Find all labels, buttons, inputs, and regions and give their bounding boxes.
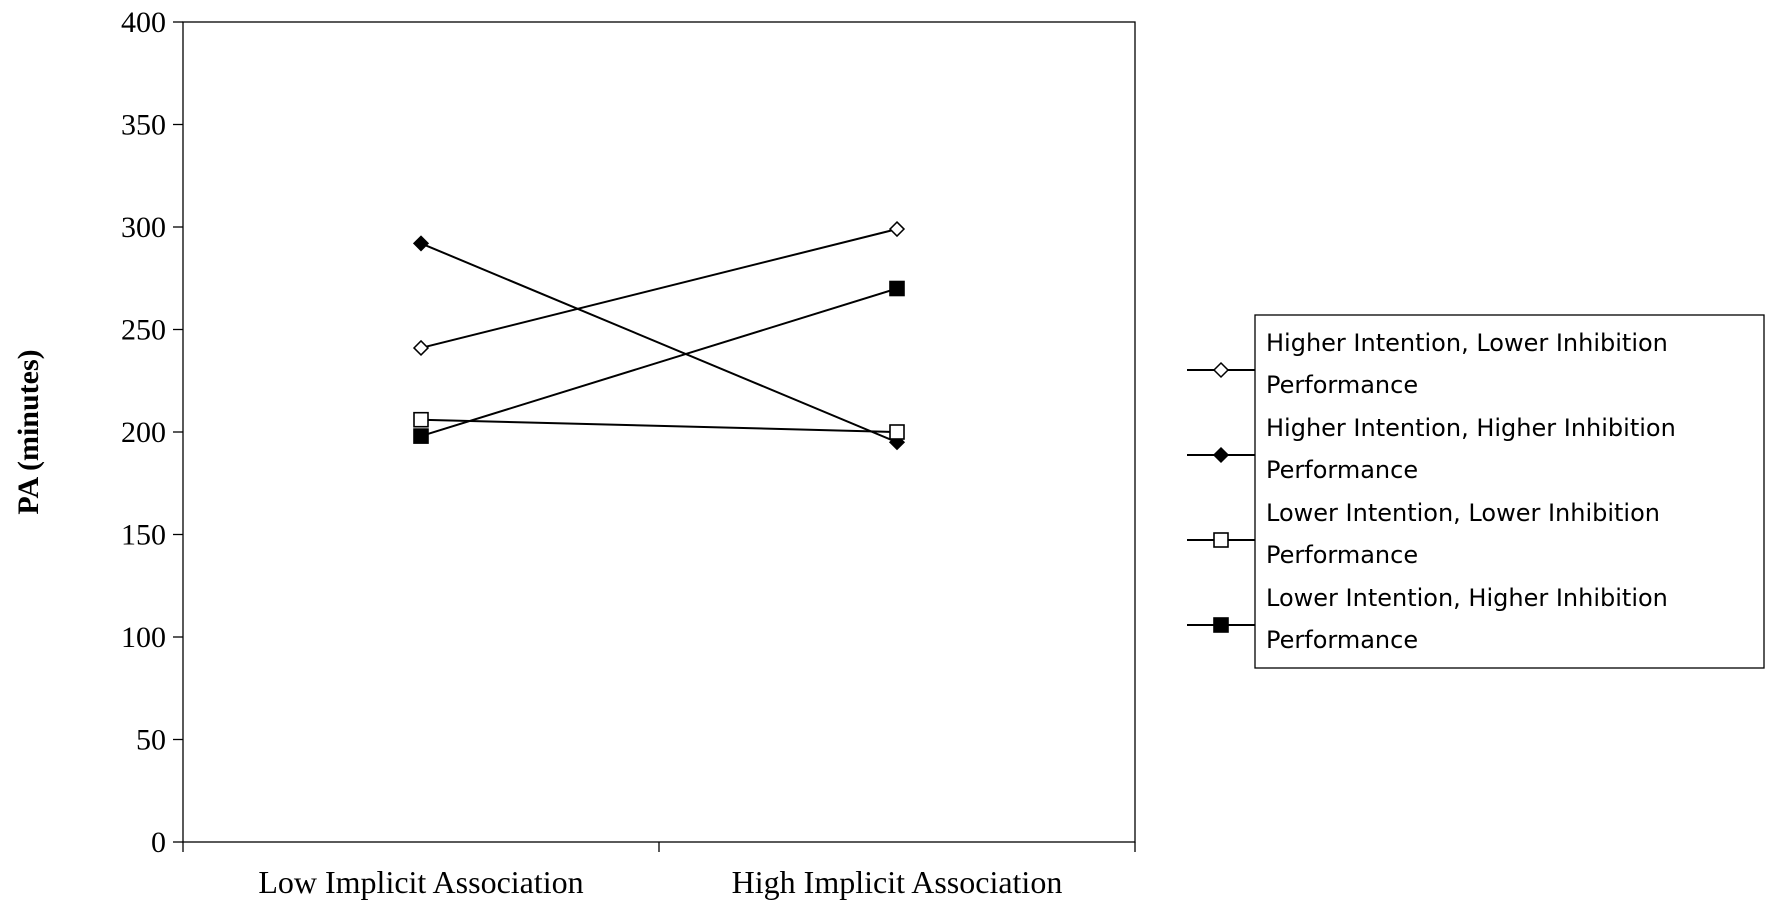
y-tick-label: 100 bbox=[121, 621, 166, 654]
legend-box bbox=[1254, 314, 1765, 669]
series-4-point bbox=[413, 428, 429, 444]
y-tick-label: 300 bbox=[121, 211, 166, 244]
legend-marker-2 bbox=[1212, 446, 1230, 464]
series-lines bbox=[420, 228, 898, 444]
x-tick-label: Low Implicit Association bbox=[258, 864, 583, 900]
y-tick-label: 350 bbox=[121, 109, 166, 142]
y-tick-label: 150 bbox=[121, 519, 166, 552]
plot-area-frame bbox=[182, 21, 1136, 843]
legend-marker-1 bbox=[1212, 361, 1230, 379]
y-tick-label: 0 bbox=[151, 826, 166, 859]
y-tick-label: 50 bbox=[136, 724, 166, 757]
series-4-point bbox=[889, 280, 905, 297]
y-axis-title: PA (minutes) bbox=[12, 349, 45, 514]
legend-label-2: Higher Intention, Higher Inhibition bbox=[1266, 414, 1676, 442]
x-axis: Low Implicit Association High Implicit As… bbox=[182, 842, 1136, 900]
series-1-point bbox=[412, 339, 430, 357]
legend: Higher Intention, Lower InhibitionPerfor… bbox=[1187, 329, 1676, 654]
series-line-1 bbox=[420, 228, 898, 349]
legend-label-4: Lower Intention, Higher Inhibition bbox=[1266, 584, 1668, 612]
x-tick-label: High Implicit Association bbox=[732, 864, 1063, 900]
y-axis: 0 50 100 150 200 250 300 350 400 bbox=[121, 6, 183, 859]
series-1-point bbox=[888, 220, 906, 238]
legend-label-4: Performance bbox=[1266, 626, 1418, 654]
legend-marker-3 bbox=[1213, 532, 1229, 548]
y-tick-label: 400 bbox=[121, 6, 166, 39]
y-tick-label: 200 bbox=[121, 416, 166, 449]
series-line-3 bbox=[420, 418, 898, 433]
legend-label-2: Performance bbox=[1266, 456, 1418, 484]
y-tick-label: 250 bbox=[121, 314, 166, 347]
legend-label-1: Higher Intention, Lower Inhibition bbox=[1266, 329, 1668, 357]
legend-label-3: Lower Intention, Lower Inhibition bbox=[1266, 499, 1660, 527]
legend-label-3: Performance bbox=[1266, 541, 1418, 569]
legend-marker-4 bbox=[1213, 617, 1229, 633]
series-line-4 bbox=[420, 287, 898, 438]
series-line-2 bbox=[420, 242, 898, 444]
legend-label-1: Performance bbox=[1266, 371, 1418, 399]
series-3-point bbox=[889, 424, 905, 440]
series-markers bbox=[412, 220, 906, 451]
series-2-point bbox=[412, 235, 430, 252]
series-3-point bbox=[413, 411, 429, 428]
